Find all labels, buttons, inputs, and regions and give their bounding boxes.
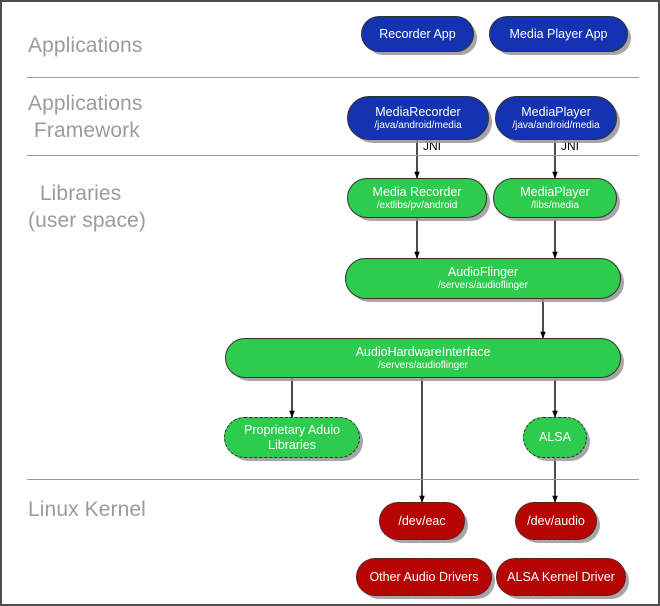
node-title: Recorder App (379, 26, 456, 41)
node-title: ALSA (539, 430, 571, 444)
node-subtitle: /java/android/media (512, 119, 600, 131)
divider-applications-framework (27, 155, 639, 156)
node-title: Media Player App (509, 26, 608, 41)
node-alsa-kernel-driver[interactable]: ALSA Kernel Driver (496, 558, 626, 596)
layer-label-linux-kernel: Linux Kernel (28, 498, 146, 521)
node-title: ALSA Kernel Driver (507, 569, 615, 584)
node-alsa[interactable]: ALSA (523, 417, 587, 458)
node-title: /dev/eac (398, 513, 446, 528)
node-dev-eac[interactable]: /dev/eac (379, 502, 465, 540)
node-title: AudioHardwareInterface (355, 344, 491, 359)
node-audioflinger[interactable]: AudioFlinger /servers/audioflinger (345, 258, 621, 299)
node-subtitle: /java/android/media (374, 119, 462, 131)
node-subtitle: /extlibs/pv/android (376, 199, 458, 211)
node-other-audio-drivers[interactable]: Other Audio Drivers (356, 558, 492, 596)
node-subtitle: /libs/media (531, 199, 579, 211)
node-title: MediaPlayer (520, 184, 590, 199)
edge-label-jni-recorder: JNI (423, 139, 441, 153)
node-subtitle: /servers/audioflinger (437, 280, 529, 291)
layer-label-applications: Applications (28, 34, 143, 57)
node-title: AudioFlinger (447, 265, 519, 279)
edge-label-jni-player: JNI (561, 139, 579, 153)
node-media-player-app[interactable]: Media Player App (489, 16, 628, 52)
node-proprietary-audio-libraries[interactable]: Proprietary Aduio Libraries (224, 417, 360, 458)
node-title: /dev/audio (527, 513, 585, 528)
divider-libraries (27, 479, 639, 480)
node-mediarecorder-framework[interactable]: MediaRecorder /java/android/media (347, 96, 489, 140)
divider-applications (27, 77, 639, 78)
node-subtitle: /servers/audioflinger (377, 359, 469, 371)
node-title: Proprietary Aduio Libraries (244, 422, 340, 452)
node-title: Other Audio Drivers (369, 569, 479, 584)
node-title: MediaPlayer (521, 104, 591, 119)
node-media-recorder-lib[interactable]: Media Recorder /extlibs/pv/android (347, 178, 487, 218)
node-mediaplayer-lib[interactable]: MediaPlayer /libs/media (493, 178, 617, 218)
node-title: Media Recorder (372, 184, 462, 199)
layer-label-applications-framework: Applications Framework (28, 92, 143, 142)
node-mediaplayer-framework[interactable]: MediaPlayer /java/android/media (495, 96, 617, 140)
layer-label-libraries: Libraries (user space) (28, 182, 146, 232)
node-audiohardwareinterface[interactable]: AudioHardwareInterface /servers/audiofli… (225, 338, 621, 378)
node-title: MediaRecorder (375, 104, 461, 119)
node-dev-audio[interactable]: /dev/audio (515, 502, 597, 540)
node-recorder-app[interactable]: Recorder App (361, 16, 474, 52)
